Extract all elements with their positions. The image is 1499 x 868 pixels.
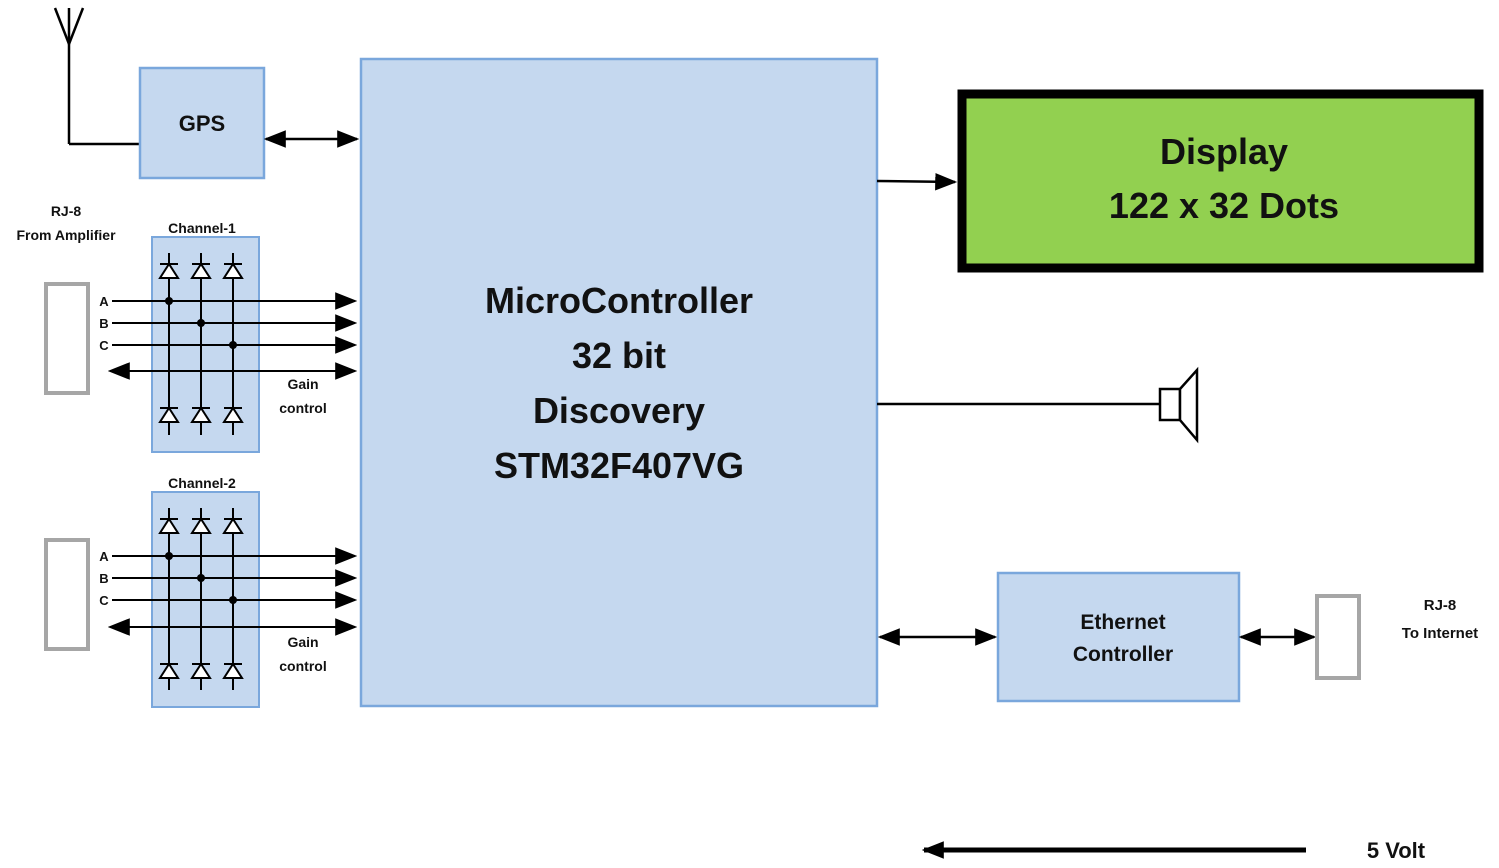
rj8-input-label: RJ-8 [51, 203, 82, 219]
channel-1-input-a: A [99, 294, 109, 309]
channel-2-input-b: B [99, 571, 108, 586]
channel-2-input-c: C [99, 593, 109, 608]
channel-1-input-b: B [99, 316, 108, 331]
channel-1-title: Channel-1 [168, 220, 236, 236]
channel-2-gain-label: Gain [287, 634, 318, 650]
display-resolution: 122 x 32 Dots [1109, 185, 1339, 226]
channel-2-input-a: A [99, 549, 109, 564]
ethernet-label: Ethernet [1080, 611, 1165, 634]
rj8-internet-connector [1315, 594, 1361, 680]
gps-label: GPS [179, 111, 225, 136]
channel-1-input-c: C [99, 338, 109, 353]
rj8-connector-2 [44, 538, 90, 651]
channel-2-gain-sublabel: control [279, 658, 326, 674]
display-title: Display [1160, 131, 1288, 172]
speaker-icon [1158, 366, 1199, 444]
gps-block: GPS [138, 66, 266, 180]
channel-1-gain-label: Gain [287, 376, 318, 392]
rj8-output-label: RJ-8 [1424, 597, 1457, 614]
channel-2-title: Channel-2 [168, 475, 236, 491]
ethernet-controller-block: Ethernet Controller [996, 571, 1241, 703]
mcu-line-3: Discovery [533, 390, 705, 431]
antenna-icon [53, 7, 140, 146]
channel-1: Channel-1 A B C Gain control [44, 220, 358, 453]
mcu-display-link [876, 172, 958, 191]
rj8-input-sublabel: From Amplifier [16, 227, 116, 243]
rj8-output-sublabel: To Internet [1402, 625, 1478, 642]
channel-2: Channel-2 A B C Gain control [44, 475, 358, 708]
microcontroller-block: MicroController 32 bit Discovery STM32F4… [359, 57, 879, 708]
mcu-line-4: STM32F407VG [494, 445, 744, 486]
channel-1-gain-sublabel: control [279, 400, 326, 416]
rj8-connector-1 [44, 282, 90, 395]
ethernet-sublabel: Controller [1073, 643, 1173, 666]
power-label: 5 Volt [1367, 838, 1426, 863]
display-block: Display 122 x 32 Dots [957, 89, 1484, 273]
mcu-line-2: 32 bit [572, 335, 666, 376]
mcu-line-1: MicroController [485, 280, 753, 321]
